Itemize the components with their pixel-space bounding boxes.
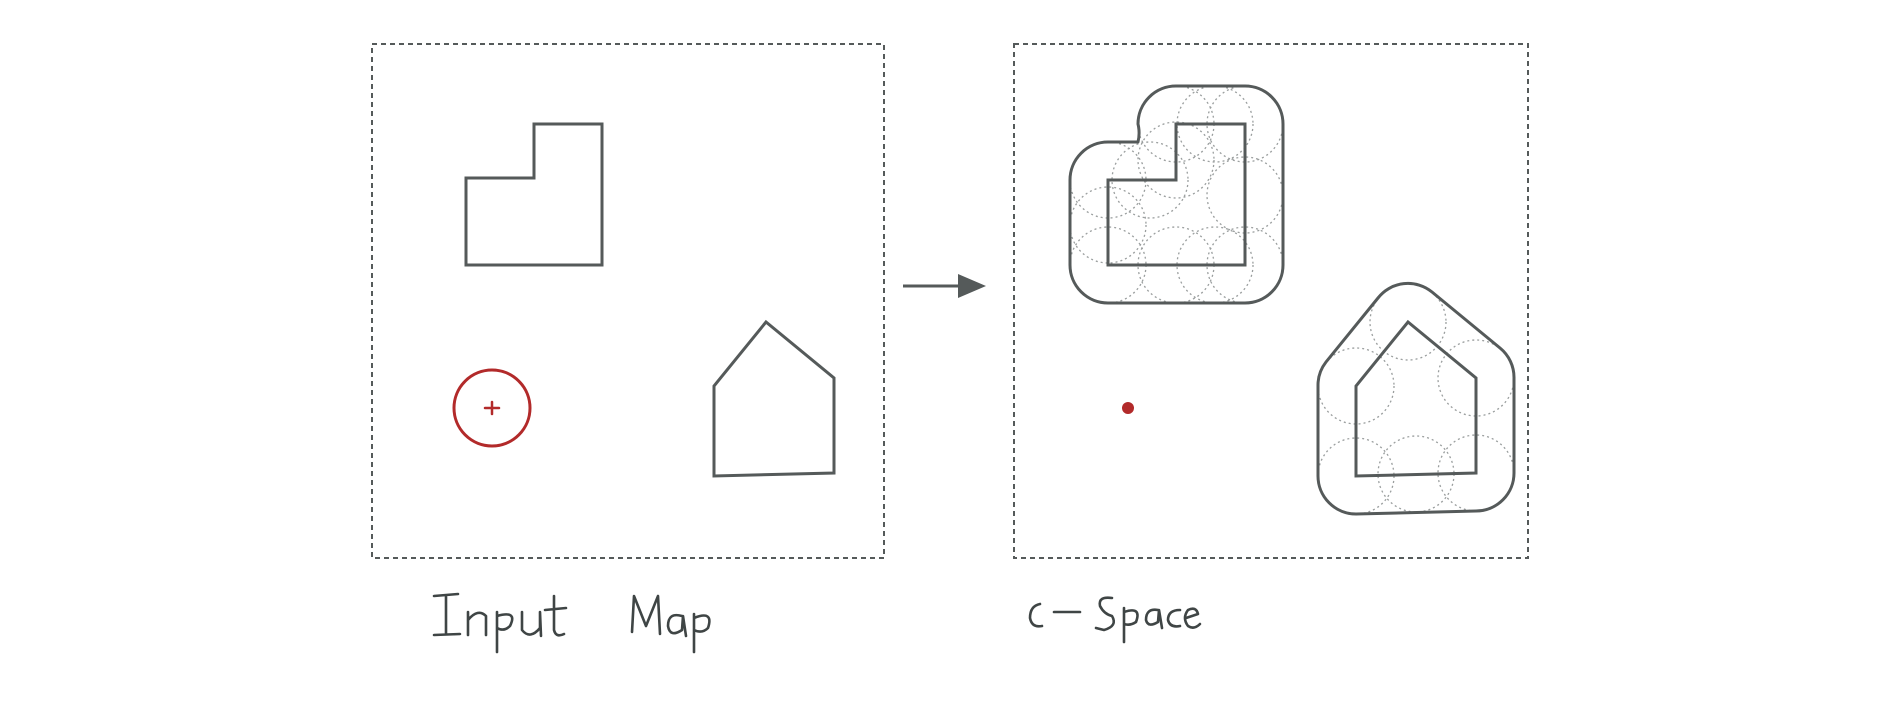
arrow-head (958, 274, 986, 298)
robot-footprint-circle (452, 368, 532, 448)
l-shaped-obstacle (464, 122, 604, 267)
helper-circle (1137, 121, 1215, 199)
right-arrow-icon (903, 274, 986, 298)
helper-circle (1176, 226, 1254, 304)
l-obstacle-helper-circles (1069, 85, 1284, 304)
input-map-frame (371, 43, 885, 559)
helper-circle (1369, 283, 1447, 361)
helper-circle (1069, 186, 1147, 264)
robot-point (1122, 402, 1134, 414)
l-shaped-obstacle-inner (1106, 122, 1247, 267)
helper-circle (1176, 85, 1254, 163)
house-shaped-obstacle (712, 319, 836, 478)
l-obstacle-expanded-outline (1068, 84, 1285, 305)
robot (452, 368, 532, 448)
house-obstacle-expanded-outline (1316, 281, 1516, 516)
cspace-frame (1013, 43, 1529, 559)
cspace-caption-drawing (1028, 596, 1202, 644)
helper-circle (1317, 347, 1395, 425)
cspace-panel (1013, 43, 1529, 559)
house-shaped-obstacle-inner (1354, 319, 1478, 478)
house-obstacle-helper-circles (1317, 283, 1515, 515)
input-map-caption-drawing (432, 592, 711, 654)
input-map-panel (371, 43, 885, 559)
helper-circle (1111, 141, 1189, 219)
